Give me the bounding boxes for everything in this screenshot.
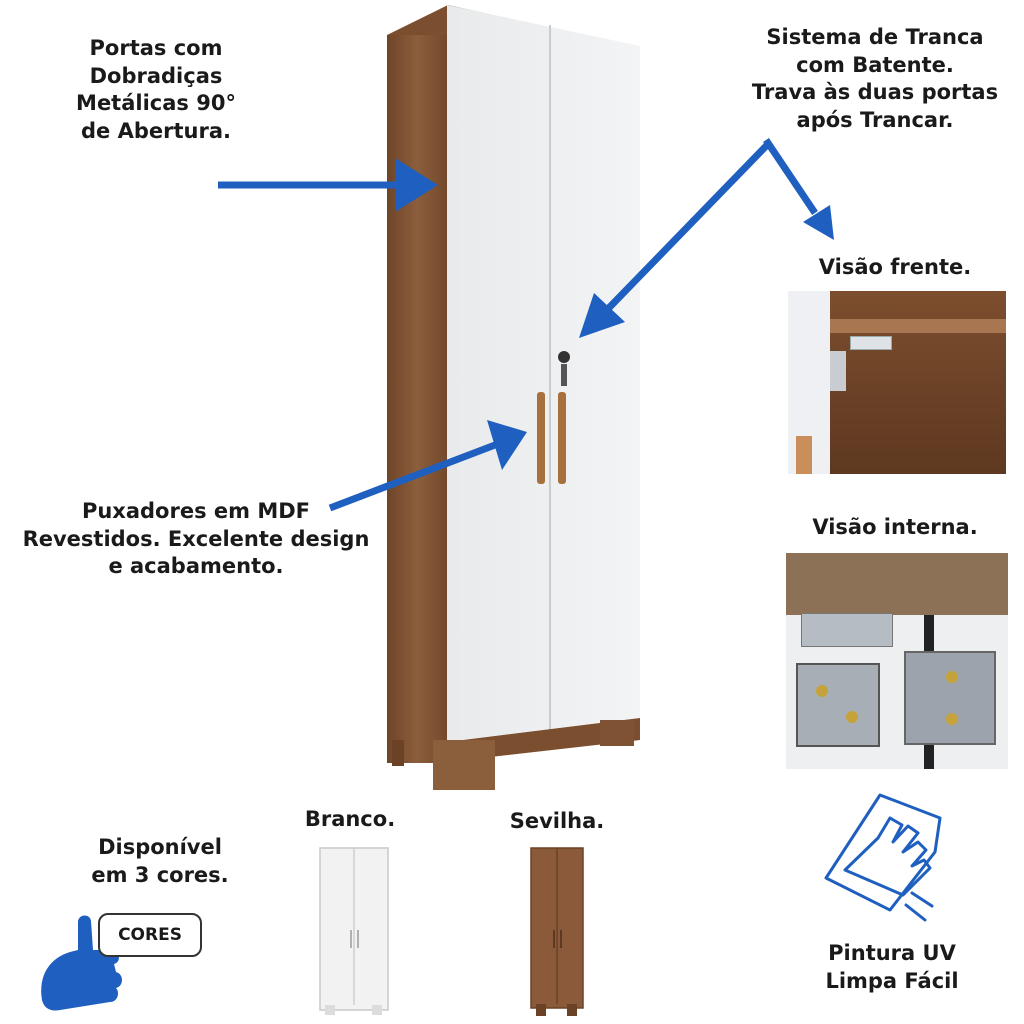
callout-line: Portas com	[89, 36, 223, 60]
feature-line: Limpa Fácil	[825, 968, 959, 993]
colors-heading-line: Disponível	[98, 835, 222, 859]
internal-view-label: Visão interna.	[812, 515, 978, 539]
internal-view-photo	[786, 553, 1008, 769]
lock-icon	[558, 351, 570, 386]
cores-button[interactable]: CORES	[98, 913, 202, 957]
arrow-icon	[218, 158, 438, 212]
callout-line: Revestidos. Excelente design	[22, 526, 370, 551]
callout-line: Dobradiças	[89, 63, 223, 88]
hand-wipe-icon	[824, 793, 942, 922]
handles-callout: Puxadores em MDF Revestidos. Excelente d…	[6, 498, 386, 581]
color-label-branco: Branco.	[304, 807, 396, 831]
colors-heading: Disponível em 3 cores.	[70, 834, 250, 889]
callout-line: após Trancar.	[796, 108, 954, 133]
callout-line: Metálicas 90°	[76, 91, 236, 116]
wardrobe-branco	[319, 847, 389, 1015]
feature-label: Pintura UV Limpa Fácil	[800, 940, 984, 995]
front-view-label: Visão frente.	[818, 255, 972, 279]
color-label-sevilha: Sevilha.	[509, 809, 605, 833]
callout-line: Sistema de Tranca	[766, 25, 984, 49]
callout-line: e acabamento.	[108, 554, 284, 579]
arrow-icon	[579, 139, 773, 338]
callout-line: Trava às duas portas	[751, 80, 999, 105]
feature-line: Pintura UV	[828, 941, 956, 965]
callout-line: com Batente.	[796, 52, 954, 77]
colors-heading-line: em 3 cores.	[91, 862, 229, 887]
callout-line: Puxadores em MDF	[81, 499, 311, 523]
wardrobe-sevilha	[530, 847, 584, 1016]
arrow-icon	[763, 138, 834, 240]
hinges-callout: Portas com Dobradiças Metálicas 90° de A…	[36, 35, 276, 146]
front-view-photo	[788, 291, 1006, 474]
callout-line: de Abertura.	[81, 119, 231, 144]
lock-callout: Sistema de Tranca com Batente. Trava às …	[730, 24, 1020, 135]
wardrobe-main	[387, 5, 640, 790]
arrow-icon	[328, 420, 527, 512]
